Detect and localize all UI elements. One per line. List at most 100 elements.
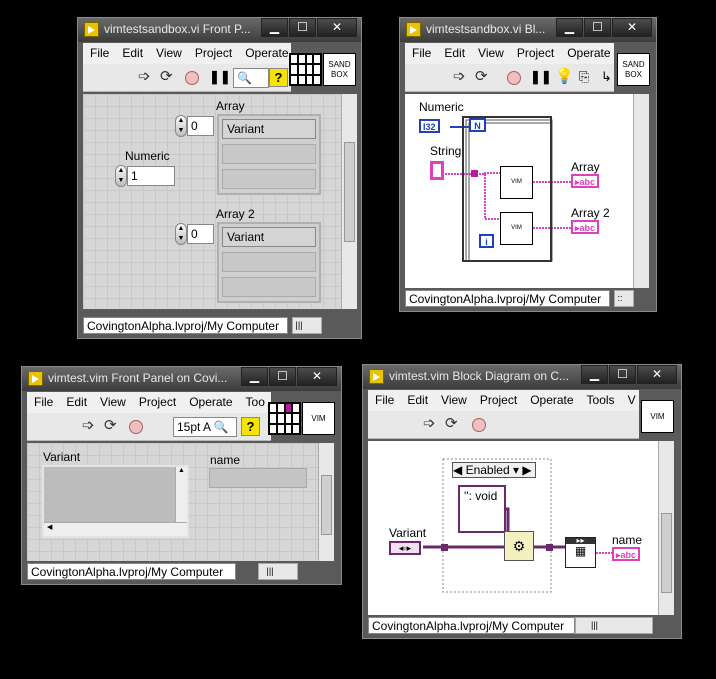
vertical-scrollbar[interactable] (658, 441, 674, 615)
array-indicator-terminal[interactable]: ▸abc (571, 174, 600, 188)
array2-index-spinner[interactable]: ▲▼ (175, 223, 187, 245)
horizontal-scrollbar[interactable]: :: (614, 290, 634, 307)
menu-operate[interactable]: Operate (567, 46, 611, 60)
minimize-button[interactable]: ▁ (581, 365, 608, 384)
context-help-icon[interactable]: ? (269, 68, 288, 87)
highlight-execution-icon[interactable]: 💡 (555, 68, 574, 85)
menu-edit[interactable]: Edit (66, 395, 88, 409)
increment-icon[interactable]: ▶ (522, 463, 532, 477)
vim-subvi-2[interactable]: VIM (500, 212, 533, 245)
step-into-icon[interactable]: ↳ (601, 69, 612, 84)
string-terminal[interactable] (430, 161, 444, 180)
numeric-terminal[interactable]: I32 (419, 119, 440, 133)
minimize-button[interactable]: ▁ (556, 18, 583, 37)
minimize-button[interactable]: ▁ (241, 367, 268, 386)
run-arrow-icon[interactable]: ➩ (453, 68, 466, 85)
vi-icon[interactable]: VIM (302, 402, 335, 435)
title-bar[interactable]: vimtestsandbox.vi Bl... ▁ ☐ ✕ (400, 18, 656, 42)
menu-tools[interactable]: Tools (586, 393, 615, 407)
array2-indicator-terminal[interactable]: ▸abc (571, 220, 600, 234)
array2-element-0[interactable]: Variant (222, 227, 316, 247)
maximize-button[interactable]: ☐ (609, 365, 636, 384)
iteration-terminal[interactable]: i (479, 234, 494, 248)
variant-to-data-node[interactable]: ⚙ (504, 531, 534, 561)
variant-vscroll[interactable]: ▲ (175, 467, 187, 524)
window-vimtest-front-panel[interactable]: vimtest.vim Front Panel on Covi... ▁ ☐ ✕… (21, 366, 342, 585)
run-continuously-icon[interactable]: ⟳ (104, 417, 117, 434)
get-type-info-node[interactable]: ▸▸▦ (565, 537, 596, 568)
vi-icon[interactable]: VIM (641, 400, 674, 433)
dropdown-icon[interactable]: ▾ (512, 463, 519, 477)
array-index-spinner[interactable]: ▲▼ (175, 115, 187, 137)
pause-icon[interactable]: ❚❚ (209, 69, 231, 84)
array2-element-1[interactable] (222, 252, 316, 272)
abort-icon[interactable] (185, 71, 199, 85)
title-bar[interactable]: vimtest.vim Front Panel on Covi... ▁ ☐ ✕ (22, 367, 341, 391)
vertical-scrollbar[interactable] (633, 94, 649, 288)
diagram-disable-selector[interactable]: ◀ Enabled ▾ ▶ (452, 462, 536, 478)
array-element-2[interactable] (222, 169, 316, 189)
menu-project[interactable]: Project (516, 46, 555, 60)
menu-view[interactable]: View (156, 46, 182, 60)
menu-operate[interactable]: Operate (189, 395, 233, 409)
menu-edit[interactable]: Edit (122, 46, 144, 60)
vim-subvi-1[interactable]: VIM (500, 166, 533, 199)
retain-wire-values-icon[interactable]: ⎘ (579, 69, 590, 84)
name-indicator-terminal[interactable]: ▸abc (612, 547, 641, 561)
array2-index-field[interactable]: 0 (187, 224, 214, 244)
menu-tools[interactable]: Too (245, 395, 265, 409)
menu-file[interactable]: File (90, 46, 110, 60)
array2-element-2[interactable] (222, 277, 316, 297)
window-vimtest-block-diagram[interactable]: vimtest.vim Block Diagram on C... ▁ ☐ ✕ … (362, 364, 682, 639)
close-button[interactable]: ✕ (297, 367, 337, 386)
run-continuously-icon[interactable]: ⟳ (160, 68, 173, 85)
numeric-spinner[interactable]: ▲▼ (115, 165, 127, 187)
abort-icon[interactable] (129, 420, 143, 434)
run-arrow-icon[interactable]: ➩ (138, 68, 151, 85)
menu-file[interactable]: File (34, 395, 54, 409)
run-arrow-icon[interactable]: ➩ (423, 415, 436, 432)
variant-hscroll[interactable]: ◀ (44, 522, 187, 536)
abort-icon[interactable] (472, 418, 486, 432)
pause-icon[interactable]: ❚❚ (530, 69, 552, 84)
title-bar[interactable]: vimtest.vim Block Diagram on C... ▁ ☐ ✕ (363, 365, 681, 389)
menu-edit[interactable]: Edit (407, 393, 429, 407)
search-icon[interactable]: 🔍 (233, 68, 269, 88)
horizontal-scrollbar[interactable]: ||| (258, 563, 298, 580)
numeric-field[interactable]: 1 (127, 166, 175, 186)
horizontal-scrollbar[interactable]: ||| (292, 317, 322, 334)
array-element-0[interactable]: Variant (222, 119, 316, 139)
maximize-button[interactable]: ☐ (289, 18, 316, 37)
front-panel-canvas[interactable]: Variant ▲ ◀ name (27, 443, 318, 561)
menu-window[interactable]: V (627, 393, 636, 407)
array-index-field[interactable]: 0 (187, 116, 214, 136)
menu-view[interactable]: View (441, 393, 467, 407)
horizontal-scrollbar[interactable]: ||| (575, 617, 653, 634)
minimize-button[interactable]: ▁ (261, 18, 288, 37)
font-selector[interactable]: 15pt A 🔍 (173, 417, 237, 437)
menu-operate[interactable]: Operate (530, 393, 574, 407)
menu-file[interactable]: File (412, 46, 432, 60)
window-vimtestsandbox-front-panel[interactable]: vimtestsandbox.vi Front P... ▁ ☐ ✕ File E… (77, 17, 362, 339)
close-button[interactable]: ✕ (612, 18, 652, 37)
variant-control[interactable]: ▲ ◀ (42, 465, 189, 538)
abort-icon[interactable] (507, 71, 521, 85)
menu-project[interactable]: Project (138, 395, 177, 409)
run-continuously-icon[interactable]: ⟳ (445, 415, 458, 432)
vertical-scrollbar[interactable] (341, 94, 357, 309)
title-bar[interactable]: vimtestsandbox.vi Front P... ▁ ☐ ✕ (78, 18, 361, 42)
run-continuously-icon[interactable]: ⟳ (475, 68, 488, 85)
maximize-button[interactable]: ☐ (269, 367, 296, 386)
array-element-1[interactable] (222, 144, 316, 164)
count-terminal[interactable]: N (469, 118, 486, 132)
variant-terminal[interactable]: ◂▫▸ (389, 541, 421, 555)
menu-project[interactable]: Project (194, 46, 233, 60)
menu-view[interactable]: View (100, 395, 126, 409)
context-help-icon[interactable]: ? (241, 417, 260, 436)
connector-pane[interactable] (268, 402, 301, 435)
menu-view[interactable]: View (478, 46, 504, 60)
front-panel-canvas[interactable]: Array ▲▼ 0 Variant Numeric ▲▼ 1 Array 2 … (83, 94, 341, 309)
